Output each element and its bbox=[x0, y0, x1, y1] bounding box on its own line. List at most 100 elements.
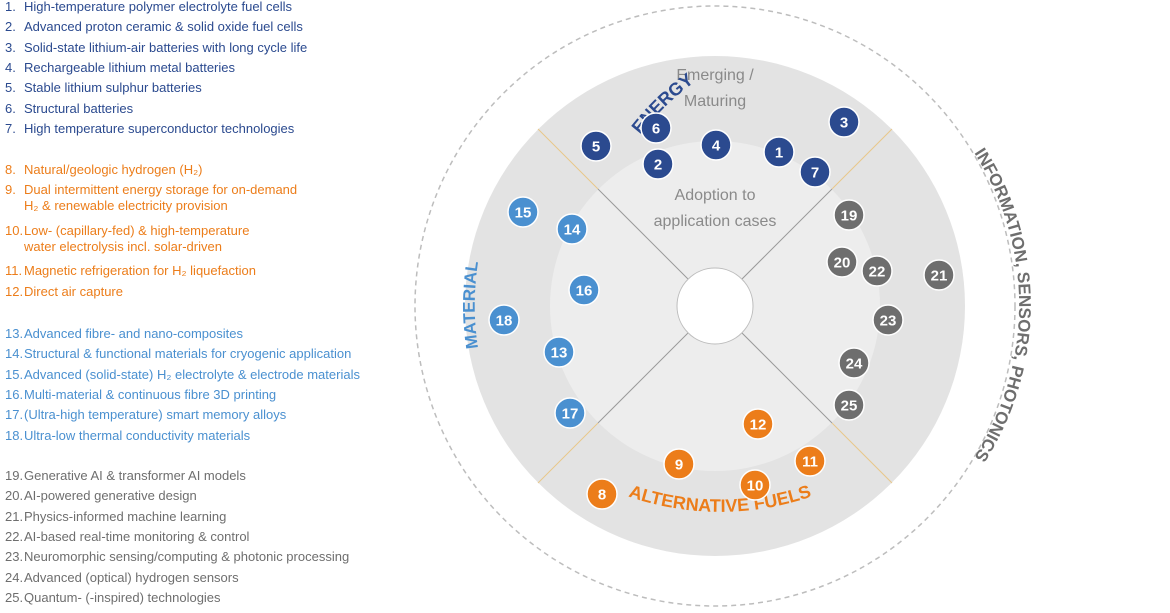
legend-item: 15.Advanced (solid-state) H₂ electrolyte… bbox=[5, 367, 360, 383]
marker-6 bbox=[640, 112, 672, 144]
legend-text: High temperature superconductor technolo… bbox=[24, 121, 295, 136]
marker-12 bbox=[742, 408, 774, 440]
legend-text: Natural/geologic hydrogen (H₂) bbox=[24, 162, 203, 177]
legend-number: 1. bbox=[5, 0, 16, 14]
legend-text: Multi-material & continuous fibre 3D pri… bbox=[24, 387, 277, 402]
center-hub bbox=[676, 267, 754, 345]
marker-3 bbox=[828, 106, 860, 138]
legend-text: (Ultra-high temperature) smart memory al… bbox=[24, 407, 287, 422]
legend-number: 15. bbox=[5, 367, 24, 382]
legend-number: 2. bbox=[5, 19, 16, 34]
marker-8 bbox=[586, 478, 618, 510]
emerging-maturing-label: Emerging /Maturing bbox=[676, 67, 754, 110]
legend-text: Low- (capillary-fed) & high-temperature bbox=[24, 223, 250, 238]
legend-item: 12.Direct air capture bbox=[5, 284, 123, 300]
marker-label-18: 18 bbox=[496, 313, 513, 330]
outer-sector-dividers bbox=[537, 128, 893, 484]
marker-label-13: 13 bbox=[551, 345, 568, 362]
legend-number: 22. bbox=[5, 529, 24, 544]
marker-10 bbox=[739, 469, 771, 501]
marker-label-8: 8 bbox=[598, 487, 606, 504]
marker-label-16: 16 bbox=[576, 283, 593, 300]
legend-text: AI-powered generative design bbox=[24, 488, 197, 503]
marker-label-1: 1 bbox=[775, 145, 783, 162]
marker-label-12: 12 bbox=[750, 417, 767, 434]
marker-7 bbox=[799, 156, 831, 188]
marker-11 bbox=[794, 445, 826, 477]
marker-15 bbox=[507, 196, 539, 228]
marker-label-24: 24 bbox=[846, 356, 863, 373]
legend-item: 10.Low- (capillary-fed) & high-temperatu… bbox=[5, 223, 249, 255]
legend-text: Neuromorphic sensing/computing & photoni… bbox=[24, 549, 350, 564]
legend-number: 13. bbox=[5, 326, 24, 341]
marker-label-4: 4 bbox=[712, 138, 721, 155]
legend-number: 7. bbox=[5, 121, 16, 136]
marker-label-19: 19 bbox=[841, 208, 858, 225]
legend-number: 8. bbox=[5, 162, 16, 177]
legend-item: 19.Generative AI & transformer AI models bbox=[5, 468, 246, 484]
legend-number: 11. bbox=[5, 263, 23, 278]
marker-label-14: 14 bbox=[564, 222, 581, 239]
legend-text: Stable lithium sulphur batteries bbox=[24, 80, 202, 95]
marker-2 bbox=[642, 148, 674, 180]
legend-item: 14.Structural & functional materials for… bbox=[5, 346, 351, 362]
marker-label-6: 6 bbox=[652, 121, 660, 138]
legend-item: 25.Quantum- (-inspired) technologies bbox=[5, 590, 221, 606]
legend-text: Quantum- (-inspired) technologies bbox=[24, 590, 221, 605]
marker-23 bbox=[872, 304, 904, 336]
legend-text: Advanced proton ceramic & solid oxide fu… bbox=[24, 19, 303, 34]
legend-number: 23. bbox=[5, 549, 24, 564]
legend-text: Advanced (optical) hydrogen sensors bbox=[24, 570, 239, 585]
marker-24 bbox=[838, 347, 870, 379]
legend-item: 16.Multi-material & continuous fibre 3D … bbox=[5, 387, 276, 403]
legend-item: 7. High temperature superconductor techno… bbox=[5, 121, 294, 137]
marker-label-10: 10 bbox=[747, 478, 764, 495]
legend-number: 18. bbox=[5, 428, 24, 443]
legend-item: 18.Ultra-low thermal conductivity materi… bbox=[5, 428, 250, 444]
marker-label-15: 15 bbox=[515, 205, 532, 222]
legend-item: 17.(Ultra-high temperature) smart memory… bbox=[5, 407, 286, 423]
legend-number: 5. bbox=[5, 80, 16, 95]
legend-item: 4.Rechargeable lithium metal batteries bbox=[5, 60, 235, 76]
marker-5 bbox=[580, 130, 612, 162]
marker-13 bbox=[543, 336, 575, 368]
legend-number: 21. bbox=[5, 509, 24, 524]
marker-17 bbox=[554, 397, 586, 429]
legend-item: 3. Solid-state lithium-air batteries with… bbox=[5, 40, 307, 56]
legend-item: 1.High-temperature polymer electrolyte f… bbox=[5, 0, 292, 15]
legend-text: AI-based real-time monitoring & control bbox=[24, 529, 250, 544]
legend-item: 20.AI-powered generative design bbox=[5, 488, 197, 504]
marker-label-22: 22 bbox=[869, 264, 886, 281]
marker-label-23: 23 bbox=[880, 313, 897, 330]
legend-number: 6. bbox=[5, 101, 16, 116]
legend-item: 11.Magnetic refrigeration for H₂ liquefa… bbox=[5, 263, 256, 279]
legend-item: 22.AI-based real-time monitoring & contr… bbox=[5, 529, 249, 545]
legend-item: 21.Physics-informed machine learning bbox=[5, 509, 226, 525]
marker-label-25: 25 bbox=[841, 398, 858, 415]
legend-item: 5. Stable lithium sulphur batteries bbox=[5, 80, 202, 96]
marker-14 bbox=[556, 213, 588, 245]
legend-text: Advanced (solid-state) H₂ electrolyte & … bbox=[24, 367, 360, 382]
marker-18 bbox=[488, 304, 520, 336]
marker-25 bbox=[833, 389, 865, 421]
legend-text: Solid-state lithium-air batteries with l… bbox=[24, 40, 308, 55]
marker-label-17: 17 bbox=[562, 406, 579, 423]
legend-number: 3. bbox=[5, 40, 16, 55]
marker-1 bbox=[763, 136, 795, 168]
marker-22 bbox=[861, 255, 893, 287]
legend-text: Rechargeable lithium metal batteries bbox=[24, 60, 235, 75]
legend-text: Magnetic refrigeration for H₂ liquefacti… bbox=[24, 263, 256, 278]
legend-number: 16. bbox=[5, 387, 24, 402]
marker-9 bbox=[663, 448, 695, 480]
legend-item: 9.Dual intermittent energy storage for o… bbox=[5, 182, 297, 214]
legend-item: 2. Advanced proton ceramic & solid oxide … bbox=[5, 19, 303, 35]
marker-16 bbox=[568, 274, 600, 306]
legend-text: water electrolysis incl. solar-driven bbox=[24, 239, 222, 254]
marker-4 bbox=[700, 129, 732, 161]
marker-label-9: 9 bbox=[675, 457, 683, 474]
legend-number: 19. bbox=[5, 468, 24, 483]
legend-item: 24.Advanced (optical) hydrogen sensors bbox=[5, 570, 239, 586]
legend-number: 20. bbox=[5, 488, 24, 503]
